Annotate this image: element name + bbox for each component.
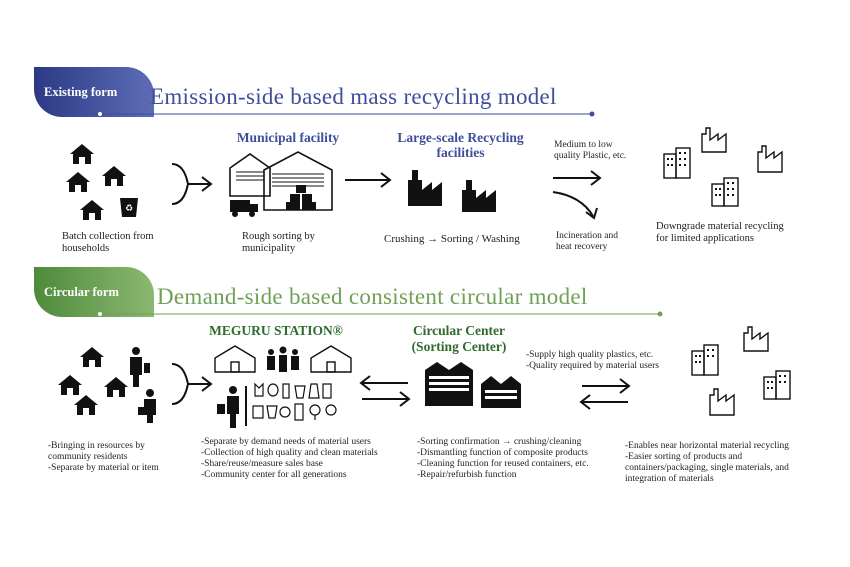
- sep-line-4: -Community center for all generations: [201, 470, 347, 480]
- existing-title-underline: [80, 111, 595, 117]
- houses-icon: [66, 144, 126, 220]
- warehouse-icon: [229, 151, 333, 217]
- meguru-station-icon: [214, 345, 352, 428]
- bringing-text: -Bringing in resources by community resi…: [48, 441, 159, 474]
- batch-collection-text: Batch collection from households: [62, 231, 154, 255]
- medium-line-1: Medium to low: [554, 140, 613, 150]
- medium-quality-text: Medium to low quality Plastic, etc.: [554, 140, 626, 162]
- sorting-center-icon: [425, 362, 521, 408]
- sort-line-2: -Dismantling function of composite produ…: [417, 448, 588, 458]
- merge-arrow-icon: [171, 163, 213, 205]
- meguru-station-heading: MEGURU STATION®: [209, 323, 343, 338]
- crushing-text: Crushing → Sorting / Washing: [384, 233, 520, 245]
- svg-text:♻: ♻: [125, 204, 133, 214]
- bidirectional-arrow-icon: [359, 375, 411, 407]
- bring-line-1: -Bringing in resources by: [48, 441, 145, 451]
- medium-line-2: quality Plastic, etc.: [554, 151, 627, 161]
- incineration-text: Incineration and heat recovery: [556, 231, 618, 253]
- rough-line-1: Rough sorting by: [242, 231, 315, 242]
- sort-line-1: -Sorting confirmation → crushing/cleanin…: [417, 437, 582, 447]
- enable-line-1: -Enables near horizontal material recycl…: [625, 441, 790, 451]
- incin-line-1: Incineration and: [556, 231, 618, 241]
- circular-title: Demand-side based consistent circular mo…: [157, 284, 588, 309]
- sep-line-3: -Share/reuse/measure sales base: [201, 459, 323, 469]
- factory-icon: [408, 170, 496, 212]
- batch-line-2: households: [62, 243, 110, 254]
- enable-line-3: containers/packaging, single materials, …: [625, 463, 789, 473]
- supply-line-2: -Quality required by material users: [526, 361, 659, 371]
- supply-text: -Supply high quality plastics, etc. -Qua…: [526, 350, 659, 372]
- factories-cluster-2-icon: [691, 326, 791, 416]
- bring-line-3: -Separate by material or item: [48, 463, 159, 473]
- downgrade-text: Downgrade material recycling for limited…: [656, 221, 784, 245]
- factories-cluster-icon: [663, 127, 783, 207]
- recycling-head-line-2: facilities: [436, 145, 485, 160]
- rough-line-2: municipality: [242, 243, 296, 254]
- enable-line-2: -Easier sorting of products and: [625, 452, 743, 462]
- merge-arrow-2-icon: [171, 363, 213, 405]
- rough-sorting-text: Rough sorting by municipality: [242, 231, 315, 255]
- separate-text: -Separate by demand needs of material us…: [201, 437, 378, 481]
- circular-title-underline: [80, 311, 663, 317]
- sort-line-3: -Cleaning function for reused containers…: [417, 459, 589, 469]
- circular-form-tag: Circular form: [34, 267, 154, 317]
- bring-line-2: community residents: [48, 452, 128, 462]
- circular-center-heading: Circular Center (Sorting Center): [394, 323, 524, 355]
- recycle-bin-icon: ♻: [120, 198, 138, 217]
- batch-line-1: Batch collection from: [62, 231, 154, 242]
- bidirectional-arrow-2-icon: [579, 378, 631, 410]
- center-head-line-2: (Sorting Center): [411, 339, 507, 354]
- right-arrow-icon: [345, 172, 392, 188]
- circular-form-tag-label: Circular form: [44, 284, 119, 299]
- sep-line-2: -Collection of high quality and clean ma…: [201, 448, 378, 458]
- community-icon: [58, 347, 156, 423]
- split-arrow-icon: [552, 170, 602, 220]
- enables-text: -Enables near horizontal material recycl…: [625, 441, 789, 485]
- incin-line-2: heat recovery: [556, 242, 608, 252]
- supply-line-1: -Supply high quality plastics, etc.: [526, 350, 654, 360]
- center-head-line-1: Circular Center: [412, 323, 506, 338]
- existing-form-tag-label: Existing form: [44, 84, 118, 99]
- sorting-text: -Sorting confirmation → crushing/cleanin…: [417, 437, 589, 481]
- recycling-head-line-1: Large-scale Recycling: [397, 130, 524, 145]
- downgrade-line-2: for limited applications: [656, 233, 754, 244]
- recycling-facilities-heading: Large-scale Recycling facilities: [383, 130, 538, 160]
- sort-line-4: -Repair/refurbish function: [417, 470, 517, 480]
- municipal-facility-heading: Municipal facility: [236, 130, 340, 145]
- sep-line-1: -Separate by demand needs of material us…: [201, 437, 371, 447]
- enable-line-4: integration of materials: [625, 474, 714, 484]
- existing-form-tag: Existing form: [34, 67, 154, 117]
- existing-title: Emission-side based mass recycling model: [150, 84, 557, 109]
- downgrade-line-1: Downgrade material recycling: [656, 221, 784, 232]
